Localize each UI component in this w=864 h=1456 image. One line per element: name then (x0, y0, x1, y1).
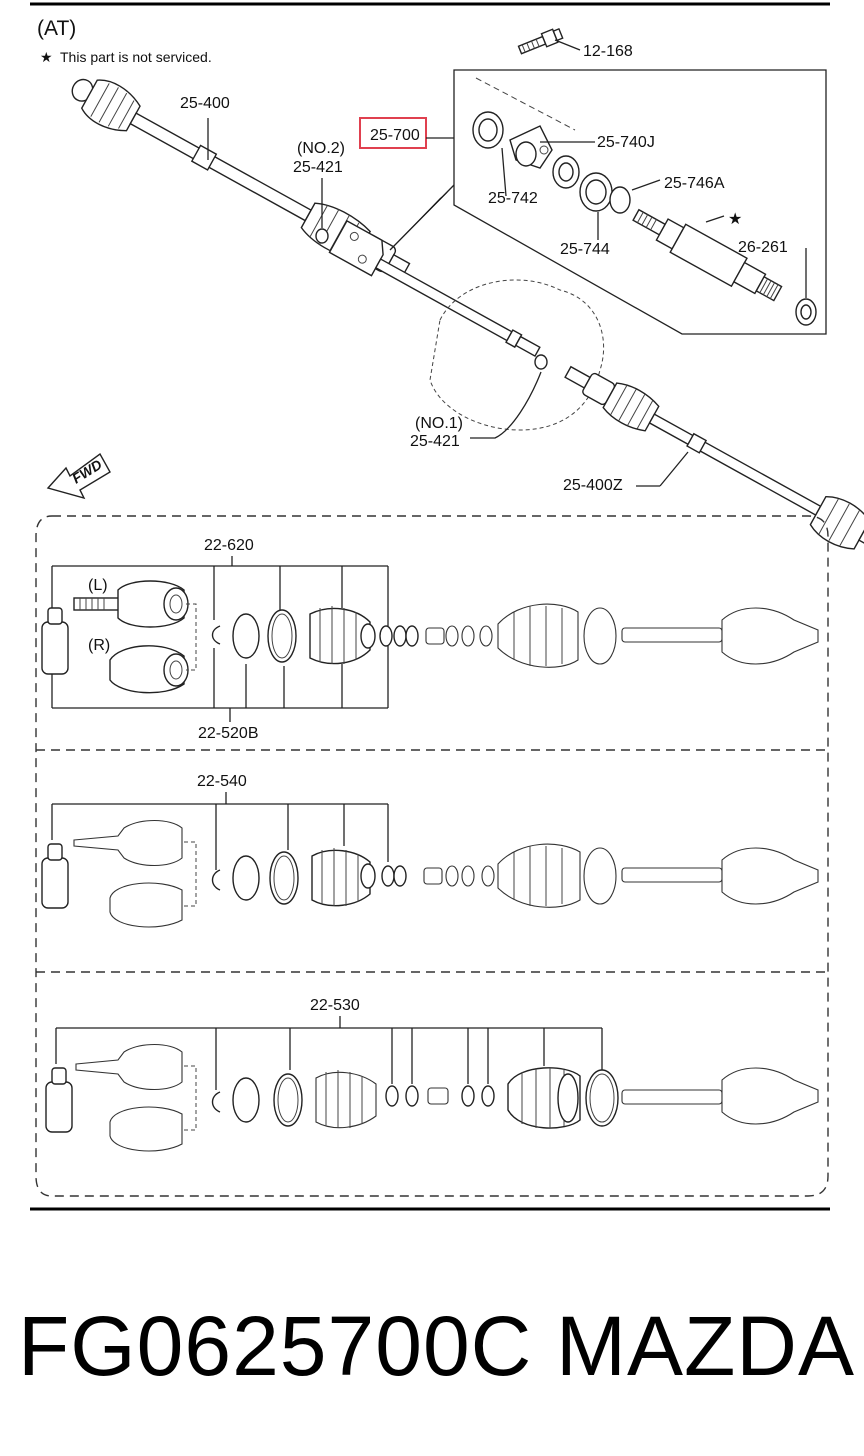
brand-name: MAZDA (556, 1299, 855, 1393)
callout-12-168: 12-168 (583, 43, 633, 60)
kit-3-ghost-shaft (621, 1067, 819, 1125)
kit-2-ghost-shaft (423, 843, 819, 908)
tag-right-joint: (R) (88, 637, 110, 654)
callout-22-520B: 22-520B (198, 725, 259, 742)
callout-22-620: 22-620 (204, 537, 254, 554)
footer: FG0625700C MAZDA (0, 1290, 864, 1410)
inset-parts (472, 111, 817, 326)
bolt (517, 27, 564, 55)
clip-no1 (534, 354, 548, 370)
clip-no2 (315, 228, 329, 244)
callout-26-261: 26-261 (738, 239, 788, 256)
forward-arrow: FWD (46, 452, 111, 500)
highlight-box (359, 117, 427, 149)
inset-box (453, 69, 827, 335)
transmission-outline (429, 279, 605, 431)
kit-1-ghost-shaft (425, 603, 819, 668)
kit-22-540: 22-540 (41, 773, 407, 928)
callout-25-742: 25-742 (488, 190, 538, 207)
callout-22-540: 22-540 (197, 773, 247, 790)
intermediate-shaft (328, 219, 541, 357)
part-number: FG0625700C (18, 1299, 533, 1393)
callout-25-744: 25-744 (560, 241, 610, 258)
callout-22-530: 22-530 (310, 997, 360, 1014)
exploded-parts-diagram: (AT) ★ This part is not serviced. 25-400… (30, 2, 864, 1211)
callout-25-740J: 25-740J (597, 134, 655, 151)
callout-25-746A: 25-746A (664, 175, 725, 192)
callout-25-400Z: 25-400Z (563, 477, 623, 494)
callout-25-400: 25-400 (180, 95, 230, 112)
diagram-header: (AT) (37, 17, 76, 40)
callout-25-700: 25-700 (370, 127, 420, 144)
right-drive-shaft (564, 365, 864, 551)
kit-panels-outline (35, 515, 829, 1197)
callout-no2-tag: (NO.2) (297, 140, 345, 157)
callout-25-421-no1: 25-421 (410, 433, 460, 450)
not-serviced-note: This part is not serviced. (60, 49, 212, 65)
kit-22-620: 22-620 22-520B (L) (R) (41, 537, 419, 742)
callout-no1-tag: (NO.1) (415, 415, 463, 432)
tag-left-joint: (L) (88, 577, 108, 594)
left-drive-shaft (71, 78, 411, 277)
callout-25-421-no2: 25-421 (293, 159, 343, 176)
not-serviced-star: ★ (728, 211, 742, 228)
kit-22-530: 22-530 (45, 997, 619, 1152)
note-star: ★ (40, 49, 53, 65)
